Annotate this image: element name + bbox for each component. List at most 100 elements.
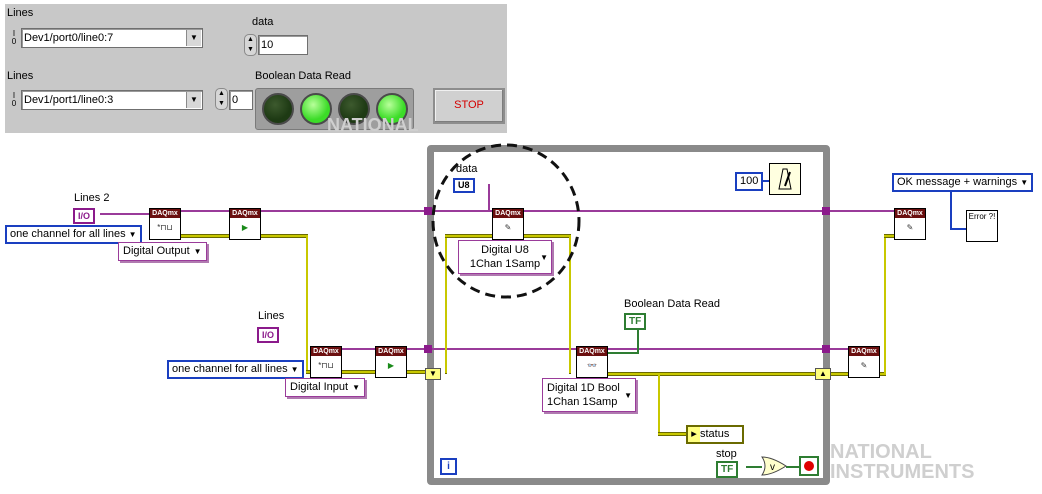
chevron-down-icon: ▼ [624,391,632,400]
chevron-down-icon[interactable]: ▼ [186,30,201,46]
status-label: status [700,428,730,440]
one-channel-constant-2[interactable]: one channel for all lines ▼ [167,360,304,379]
boolean-wire [786,466,800,468]
write-mode-line2: 1Chan 1Samp [469,258,541,270]
data-wire [488,184,490,210]
data-label: data [252,16,274,28]
error-wire [658,432,688,436]
error-wire [569,234,571,374]
lines1-value: Dev1/port0/line0:7 [24,32,114,44]
one-channel-text: one channel for all lines [172,363,288,375]
boolean-wire [637,326,639,352]
clear-task-icon: ✎ [906,223,914,232]
lines-io-constant[interactable]: I/O [257,327,280,343]
shift-register-left: ▼ [425,368,441,380]
wait-ms-constant[interactable]: 100 [735,172,764,191]
task-wire-output [180,210,897,212]
daqmx-header: DAQmx [895,209,925,218]
iteration-terminal: i [440,458,457,475]
ok-message-text: OK message + warnings [897,176,1018,188]
led-indicator [262,93,294,125]
unbundle-icon: ▸ [688,427,700,442]
digital-input-text: Digital Input [290,381,349,393]
daqmx-read[interactable]: DAQmx 👓 [576,346,608,378]
u8-terminal[interactable]: U8 [453,178,475,193]
write-mode-ring[interactable]: Digital U8 1Chan 1Samp ▼ [458,240,552,274]
index-spinner[interactable]: ▲▼ [215,88,228,110]
error-message-wire [950,228,966,230]
wait-wire [760,180,770,182]
boolean-data-read-indicator[interactable]: TF [624,313,647,330]
daqmx-header: DAQmx [577,347,607,356]
lines2-label: Lines 2 [74,192,110,204]
status-unbundle[interactable]: ▸status [686,425,744,444]
lines2-value: Dev1/port1/line0:3 [24,94,114,106]
daqmx-header: DAQmx [150,209,180,218]
data-numeric-input[interactable]: 10 [258,35,308,55]
boolean-led-array [255,88,414,130]
read-icon: 👓 [587,361,597,370]
error-wire [884,234,886,376]
create-channel-icon: *⊓⊔ [157,223,173,232]
boolean-wire [746,466,762,468]
loop-tunnel [424,345,432,353]
clear-task-icon: ✎ [860,361,868,370]
digital-output-ring[interactable]: Digital Output▼ [118,242,207,261]
array-index-input[interactable]: 0 [229,90,253,110]
chevron-down-icon: ▼ [1020,178,1029,187]
stop-button[interactable]: STOP [433,88,505,124]
daqmx-clear-task-di[interactable]: DAQmx ✎ [848,346,880,378]
error-wire [884,234,898,238]
one-channel-text: one channel for all lines [10,228,126,240]
lines-label: Lines [258,310,285,322]
lines1-label: Lines [7,7,34,19]
loop-tunnel [822,207,830,215]
chevron-down-icon: ▼ [290,365,299,374]
ok-message-constant[interactable]: OK message + warnings ▼ [892,173,1034,192]
daqmx-start-task-do[interactable]: DAQmx ▶ [229,208,261,240]
led-indicator [300,93,332,125]
daqmx-create-channel-do[interactable]: DAQmx *⊓⊔ [149,208,181,240]
chevron-down-icon: ▼ [352,383,361,392]
daqmx-clear-task-do[interactable]: DAQmx ✎ [894,208,926,240]
loop-tunnel [424,207,432,215]
ni-watermark-line1: NATIONAL [830,441,932,463]
while-loop[interactable] [427,145,830,485]
ni-watermark-top: NATIONAL [327,115,419,135]
shift-register-right: ▲ [815,368,831,380]
error-wire [600,372,820,376]
error-wire [306,370,430,374]
error-message-wire [950,190,952,228]
write-icon: ✎ [504,223,512,232]
ni-watermark-bottom: NATIONAL INSTRUMENTS [830,442,974,482]
digital-input-ring[interactable]: Digital Input▼ [285,378,366,397]
index-value: 0 [232,94,239,106]
lines2-io-constant[interactable]: I/O [73,208,96,224]
read-mode-ring[interactable]: Digital 1D Bool 1Chan 1Samp ▼ [542,378,636,412]
boolean-data-read-label: Boolean Data Read [255,70,352,82]
daqmx-write[interactable]: DAQmx ✎ [492,208,524,240]
error-handler-icon[interactable]: Error ?! [966,210,998,242]
svg-text:v: v [770,462,775,473]
wait-metronome-icon[interactable] [769,163,801,195]
daqmx-create-channel-di[interactable]: DAQmx *⊓⊔ [310,346,342,378]
loop-condition-icon[interactable] [799,456,819,476]
digital-output-text: Digital Output [123,245,190,257]
led-indicator [376,93,408,125]
lines2-label: Lines [7,70,34,82]
error-wire [306,234,308,374]
daqmx-start-task-di[interactable]: DAQmx ▶ [375,346,407,378]
or-function-icon[interactable]: v [760,455,788,477]
data-terminal-label: data [456,163,478,175]
stop-terminal[interactable]: TF [716,461,739,478]
daqmx-header: DAQmx [311,347,341,356]
chevron-down-icon[interactable]: ▼ [186,92,201,108]
one-channel-constant-1[interactable]: one channel for all lines ▼ [5,225,142,244]
data-spinner[interactable]: ▲▼ [244,34,257,56]
daqmx-header: DAQmx [230,209,260,218]
